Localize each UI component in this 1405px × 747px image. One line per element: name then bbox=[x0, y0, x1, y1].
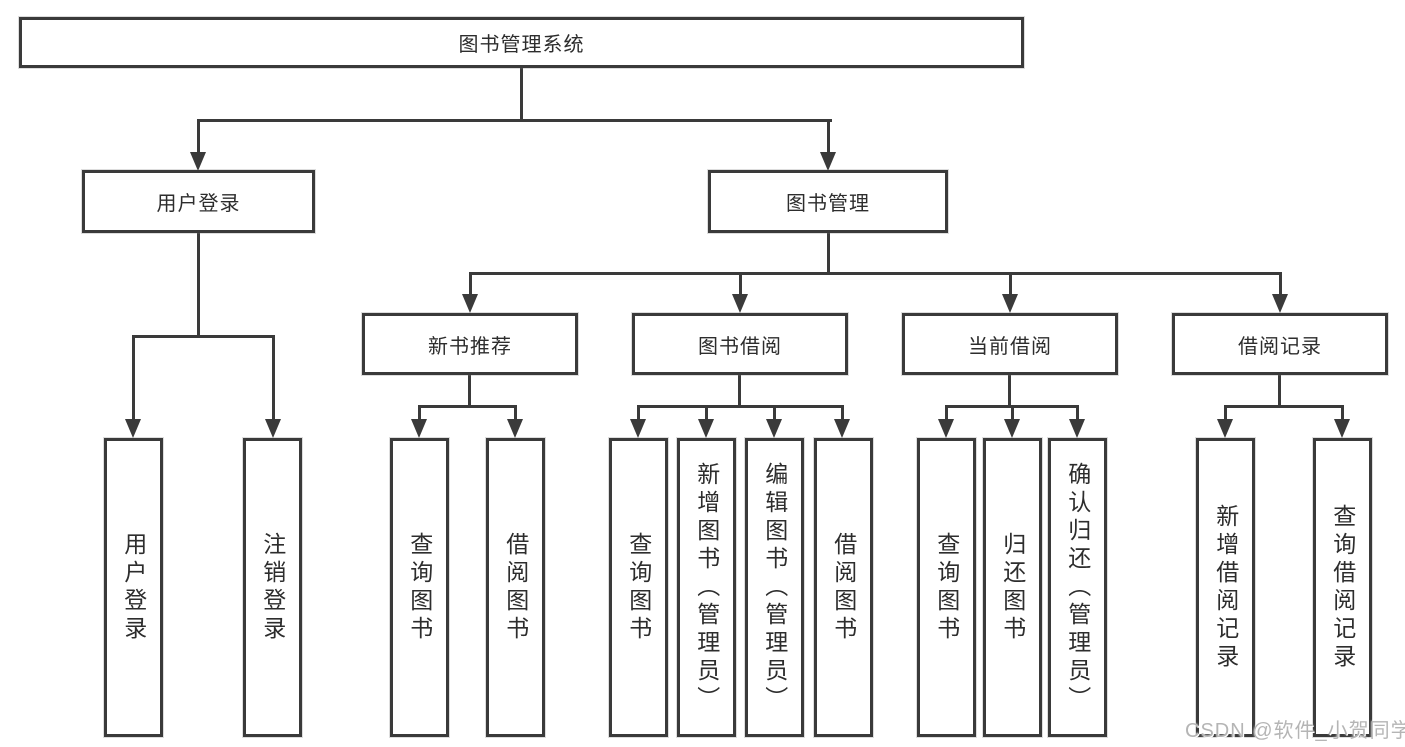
node-new-book-recommendation: 新书推荐 bbox=[362, 313, 578, 375]
arrowhead-current-leaf3 bbox=[1069, 419, 1085, 438]
leaf-label: 查询图书 bbox=[625, 531, 652, 644]
node-leaf-query-borrow-record: 查询借阅记录 bbox=[1313, 438, 1372, 737]
arrowhead-book-borrowing bbox=[732, 294, 748, 313]
connector-borrow-stem bbox=[738, 375, 741, 408]
node-book-management: 图书管理 bbox=[708, 170, 948, 233]
node-book-borrowing: 图书借阅 bbox=[632, 313, 848, 375]
arrowhead-borrow-leaf3 bbox=[766, 419, 782, 438]
node-leaf-logout: 注销登录 bbox=[243, 438, 302, 737]
connector-new-stem bbox=[468, 375, 471, 408]
arrowhead-current-borrowing bbox=[1002, 294, 1018, 313]
arrowhead-login bbox=[190, 152, 206, 171]
leaf-label: 借阅图书 bbox=[830, 531, 857, 644]
connector-mgmt-to-records bbox=[1279, 272, 1282, 297]
node-leaf-query-books-recommend: 查询图书 bbox=[390, 438, 449, 737]
connector-borrow-leaf4 bbox=[841, 405, 844, 421]
arrowhead-records-leaf1 bbox=[1217, 419, 1233, 438]
connector-mgmt-to-borrow bbox=[739, 272, 742, 297]
leaf-label: 查询图书 bbox=[406, 531, 433, 644]
leaf-label: 注销登录 bbox=[259, 531, 286, 644]
node-leaf-add-borrow-record: 新增借阅记录 bbox=[1196, 438, 1255, 737]
node-leaf-query-books-borrowing: 查询图书 bbox=[609, 438, 668, 737]
node-leaf-query-books-current: 查询图书 bbox=[917, 438, 976, 737]
connector-borrow-leaf1 bbox=[637, 405, 640, 421]
leaf-label: 借阅图书 bbox=[502, 531, 529, 644]
connector-records-leaf1 bbox=[1224, 405, 1227, 421]
connector-borrow-leaf2 bbox=[705, 405, 708, 421]
connector-borrow-branch bbox=[637, 405, 844, 408]
node-user-login: 用户登录 bbox=[82, 170, 315, 233]
node-leaf-return-books: 归还图书 bbox=[983, 438, 1042, 737]
node-root-library-management-system: 图书管理系统 bbox=[19, 17, 1024, 68]
arrowhead-new-books bbox=[462, 294, 478, 313]
connector-current-stem bbox=[1008, 375, 1011, 408]
connector-root-to-login bbox=[197, 119, 200, 154]
connector-mgmt-to-current bbox=[1009, 272, 1012, 297]
node-leaf-borrow-books: 借阅图书 bbox=[814, 438, 873, 737]
connector-new-leaf2 bbox=[514, 405, 517, 421]
leaf-label: 查询图书 bbox=[933, 531, 960, 644]
node-borrowing-records: 借阅记录 bbox=[1172, 313, 1388, 375]
connector-records-branch bbox=[1224, 405, 1344, 408]
leaf-label: 归还图书 bbox=[999, 531, 1026, 644]
connector-new-leaf1 bbox=[418, 405, 421, 421]
connector-current-leaf1 bbox=[945, 405, 948, 421]
arrowhead-new-leaf2 bbox=[507, 419, 523, 438]
connector-root-stem bbox=[520, 68, 523, 121]
arrowhead-new-leaf1 bbox=[411, 419, 427, 438]
node-current-borrowing: 当前借阅 bbox=[902, 313, 1118, 375]
connector-login-leaf2 bbox=[272, 335, 275, 421]
arrowhead-mgmt bbox=[820, 152, 836, 171]
node-leaf-user-login: 用户登录 bbox=[104, 438, 163, 737]
leaf-label: 用户登录 bbox=[120, 531, 147, 644]
arrowhead-login-leaf2 bbox=[265, 419, 281, 438]
arrowhead-borrow-leaf4 bbox=[834, 419, 850, 438]
arrowhead-borrowing-records bbox=[1272, 294, 1288, 313]
connector-records-stem bbox=[1278, 375, 1281, 408]
connector-mgmt-to-new bbox=[469, 272, 472, 297]
connector-mgmt-branch bbox=[469, 272, 1282, 275]
leaf-label: 编辑图书（管理员） bbox=[761, 461, 788, 714]
connector-new-branch bbox=[418, 405, 517, 408]
leaf-label: 新增图书（管理员） bbox=[693, 461, 720, 714]
leaf-label: 确认归还（管理员） bbox=[1064, 461, 1091, 714]
connector-mgmt-stem bbox=[827, 233, 830, 275]
arrowhead-borrow-leaf1 bbox=[630, 419, 646, 438]
connector-current-leaf3 bbox=[1076, 405, 1079, 421]
node-leaf-confirm-return-admin: 确认归还（管理员） bbox=[1048, 438, 1107, 737]
arrowhead-login-leaf1 bbox=[125, 419, 141, 438]
node-leaf-borrow-books-recommend: 借阅图书 bbox=[486, 438, 545, 737]
watermark-text: CSDN @软件_小贺同学 bbox=[1185, 720, 1405, 742]
connector-root-to-mgmt bbox=[827, 119, 830, 154]
connector-login-stem bbox=[197, 233, 200, 337]
leaf-label: 新增借阅记录 bbox=[1212, 503, 1239, 672]
arrowhead-borrow-leaf2 bbox=[698, 419, 714, 438]
connector-login-leaf1 bbox=[132, 335, 135, 421]
node-leaf-add-books-admin: 新增图书（管理员） bbox=[677, 438, 736, 737]
arrowhead-records-leaf2 bbox=[1334, 419, 1350, 438]
leaf-label: 查询借阅记录 bbox=[1329, 503, 1356, 672]
arrowhead-current-leaf2 bbox=[1004, 419, 1020, 438]
arrowhead-current-leaf1 bbox=[938, 419, 954, 438]
connector-root-branch bbox=[198, 119, 832, 122]
node-leaf-edit-books-admin: 编辑图书（管理员） bbox=[745, 438, 804, 737]
connector-borrow-leaf3 bbox=[773, 405, 776, 421]
connector-records-leaf2 bbox=[1341, 405, 1344, 421]
connector-login-branch bbox=[132, 335, 275, 338]
connector-current-leaf2 bbox=[1011, 405, 1014, 421]
